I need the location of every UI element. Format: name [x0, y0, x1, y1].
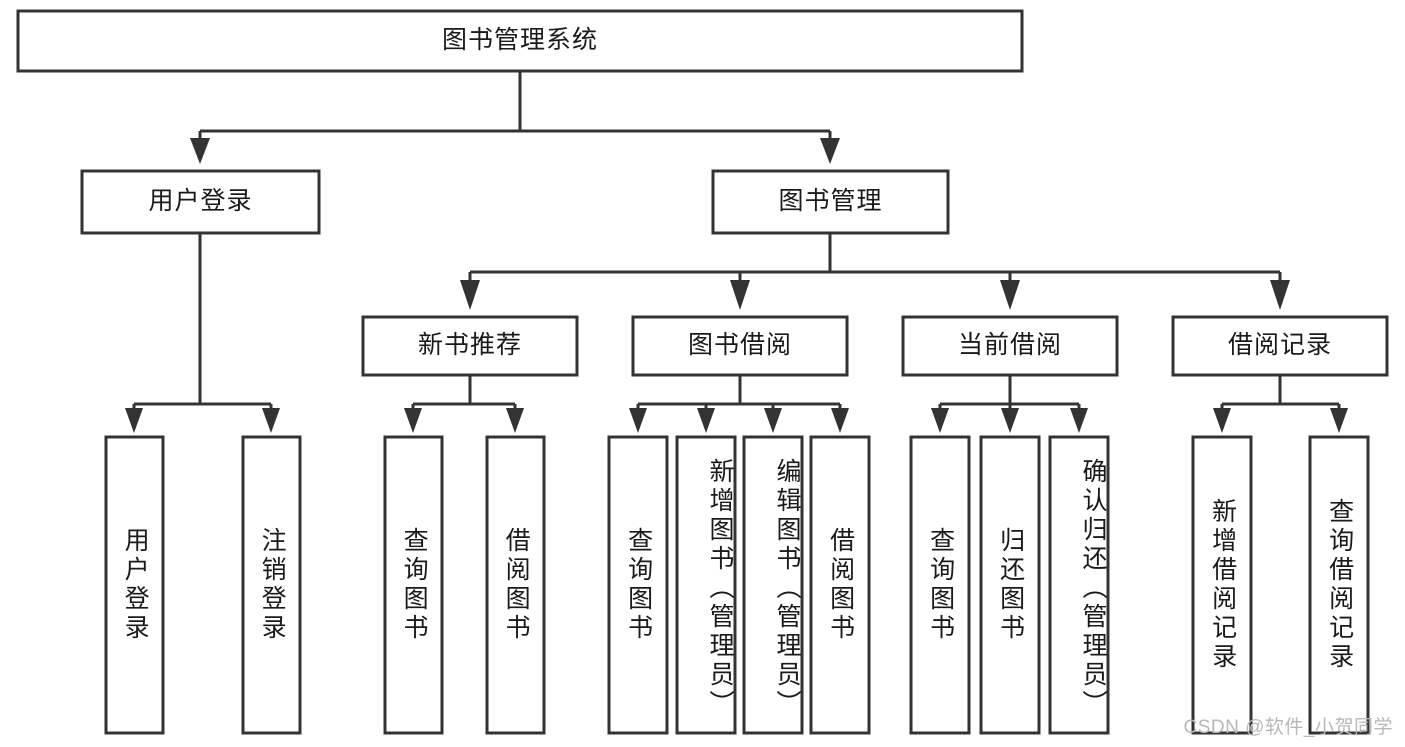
node-box-current-borrow[interactable] — [901, 315, 1119, 377]
arrow-head-leaf-query-record — [1330, 408, 1348, 433]
connector-group-current-borrow — [931, 375, 1088, 433]
connector-group-user-login — [125, 233, 280, 433]
arrow-head-book-borrow — [730, 280, 750, 310]
node-box-book-borrow[interactable] — [631, 315, 849, 377]
node-box-leaf-query-record[interactable] — [1308, 435, 1370, 735]
node-box-leaf-add-record[interactable] — [1191, 435, 1253, 735]
arrow-head-leaf-user-logout — [262, 408, 280, 433]
node-box-leaf-borrow-book-1[interactable] — [485, 435, 546, 735]
csdn-watermark: CSDN @软件_小贺同学 — [1183, 717, 1393, 738]
node-box-user-login[interactable] — [80, 169, 321, 235]
node-box-leaf-query-book-1[interactable] — [383, 435, 444, 735]
arrow-head-borrow-record — [1270, 280, 1290, 310]
arrow-head-book-management — [820, 138, 840, 164]
node-box-leaf-return-book[interactable] — [979, 435, 1041, 735]
arrow-head-leaf-query-book-3 — [931, 408, 949, 433]
node-box-leaf-query-book-3[interactable] — [909, 435, 971, 735]
arrow-head-leaf-borrow-book-2 — [831, 408, 849, 433]
arrow-head-leaf-user-login — [125, 408, 143, 433]
node-box-leaf-edit-book[interactable] — [742, 435, 804, 735]
node-box-leaf-user-logout[interactable] — [241, 435, 302, 735]
node-box-book-management[interactable] — [711, 169, 950, 235]
arrow-head-user-login — [190, 138, 210, 164]
node-box-new-book-recommend[interactable] — [361, 315, 579, 377]
arrow-head-leaf-query-book-1 — [404, 408, 422, 433]
connector-group-book-borrow — [629, 375, 849, 433]
node-box-leaf-query-book-2[interactable] — [607, 435, 669, 735]
connector-group-new-book-recommend — [404, 375, 524, 433]
node-box-root[interactable] — [16, 9, 1024, 73]
arrow-head-leaf-add-book — [697, 408, 715, 433]
arrow-head-leaf-query-book-2 — [629, 408, 647, 433]
connector-group-root — [190, 71, 840, 164]
node-box-leaf-borrow-book-2[interactable] — [809, 435, 871, 735]
arrow-head-leaf-borrow-book-1 — [506, 408, 524, 433]
node-box-leaf-add-book[interactable] — [675, 435, 737, 735]
arrow-head-current-borrow — [1000, 280, 1020, 310]
arrow-head-leaf-edit-book — [764, 408, 782, 433]
connector-group-borrow-record — [1213, 375, 1348, 433]
arrow-head-new-book-recommend — [460, 280, 480, 310]
node-box-leaf-user-login[interactable] — [104, 435, 165, 735]
connector-group-book-management — [460, 233, 1290, 310]
arrow-head-leaf-confirm-return — [1070, 408, 1088, 433]
node-box-leaf-confirm-return[interactable] — [1048, 435, 1110, 735]
node-box-borrow-record[interactable] — [1171, 315, 1389, 377]
arrow-head-leaf-return-book — [1001, 408, 1019, 433]
arrow-head-leaf-add-record — [1213, 408, 1231, 433]
